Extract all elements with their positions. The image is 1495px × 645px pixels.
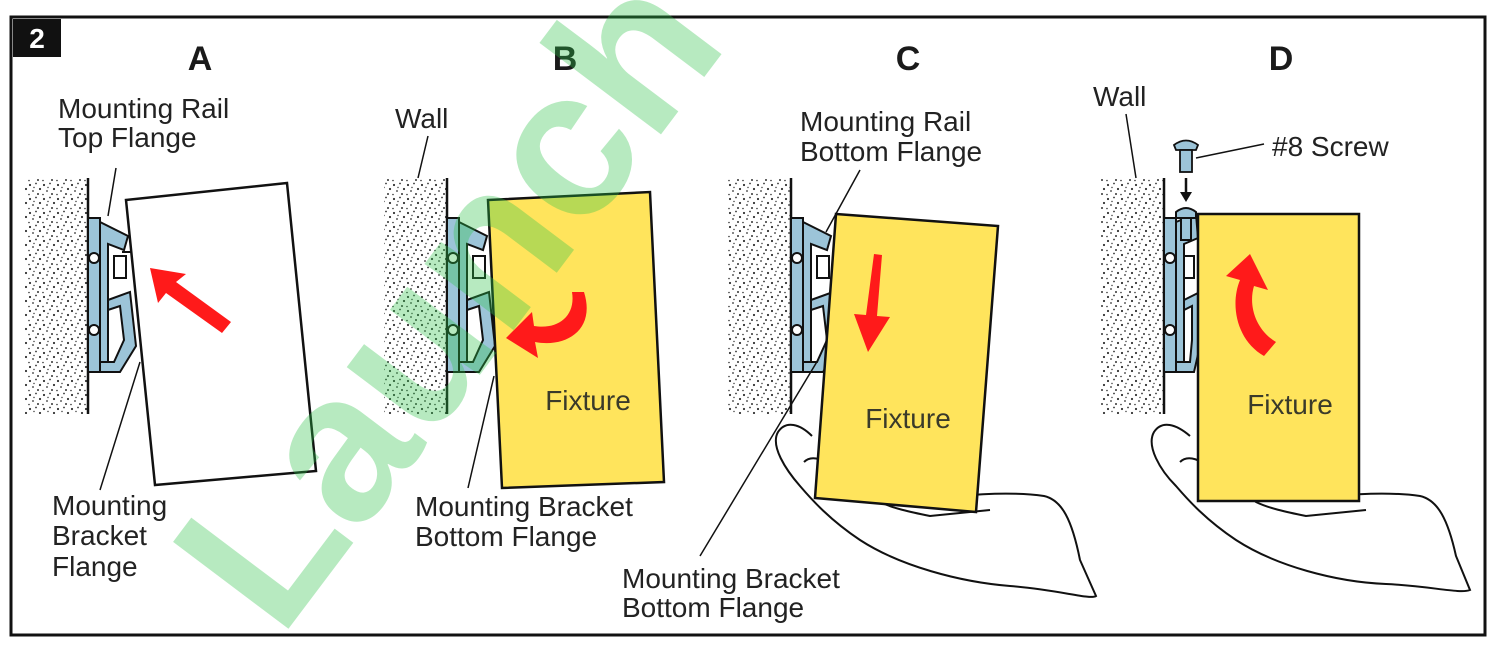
fixture-label-c: Fixture bbox=[865, 403, 951, 434]
fixture-b bbox=[486, 190, 666, 490]
step-badge: 2 bbox=[13, 19, 61, 57]
panel-letter-d: D bbox=[1269, 40, 1294, 78]
curved-arrow-d bbox=[1226, 254, 1276, 356]
panel-a: A Mounting Rail Top Flange Mounting Brac… bbox=[25, 40, 318, 582]
panel-letter-b: B bbox=[553, 40, 578, 78]
label-mounting-bracket-a-3: Flange bbox=[52, 551, 138, 582]
label-mounting-rail-top-2: Top Flange bbox=[58, 122, 197, 153]
wall-d bbox=[1101, 178, 1163, 414]
label-mounting-bracket-a-2: Bracket bbox=[52, 520, 147, 551]
panel-letter-c: C bbox=[896, 40, 921, 78]
mounting-rail-b bbox=[446, 217, 497, 373]
fixture-d bbox=[1196, 212, 1361, 503]
wall-c bbox=[728, 178, 790, 414]
panel-letter-a: A bbox=[188, 40, 213, 78]
panel-d: D Wall #8 Screw Fixture bbox=[1093, 40, 1472, 593]
fixture-label-b: Fixture bbox=[545, 385, 631, 416]
label-mounting-bracket-bottom-b-1: Mounting Bracket bbox=[415, 491, 633, 522]
label-wall-b: Wall bbox=[395, 103, 448, 134]
label-mounting-bracket-bottom-b-2: Bottom Flange bbox=[415, 521, 597, 552]
label-mounting-rail-bottom-1: Mounting Rail bbox=[800, 106, 971, 137]
label-mounting-bracket-bottom-c-1: Mounting Bracket bbox=[622, 563, 840, 594]
curved-arrow-b bbox=[506, 292, 587, 358]
label-mounting-rail-bottom-2: Bottom Flange bbox=[800, 136, 982, 167]
label-mounting-bracket-a-1: Mounting bbox=[52, 490, 167, 521]
label-wall-d: Wall bbox=[1093, 81, 1146, 112]
label-mounting-bracket-bottom-c-2: Bottom Flange bbox=[622, 592, 804, 623]
fixture-c bbox=[813, 212, 1000, 514]
label-mounting-rail-top-1: Mounting Rail bbox=[58, 93, 229, 124]
panel-b: B Wall Fixture Mounting Bracket Bottom F… bbox=[384, 40, 666, 552]
screw-down-arrow bbox=[1180, 192, 1192, 202]
mounting-rail-a bbox=[87, 217, 138, 373]
label-screw-d: #8 Screw bbox=[1272, 131, 1389, 162]
screw-icon bbox=[1172, 139, 1200, 173]
fixture-label-d: Fixture bbox=[1247, 389, 1333, 420]
fixture-a bbox=[124, 181, 318, 487]
mounting-rail-d bbox=[1163, 207, 1201, 373]
wall-a bbox=[25, 178, 87, 414]
arrow-c bbox=[854, 254, 890, 352]
step-number: 2 bbox=[29, 23, 45, 54]
panel-c: C Mounting Rail Bottom Flange Fixture Mo… bbox=[622, 40, 1098, 623]
arrow-a bbox=[150, 268, 231, 333]
wall-b bbox=[384, 178, 446, 414]
